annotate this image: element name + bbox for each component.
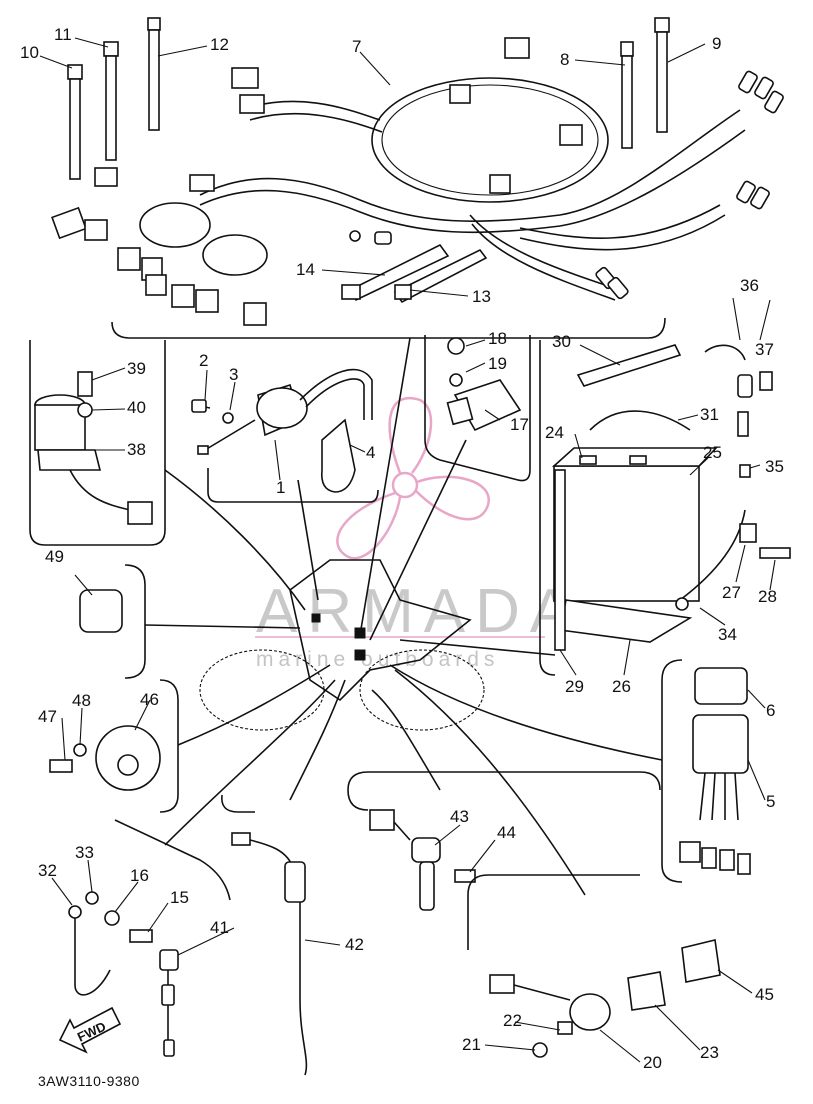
- band-14: [341, 243, 450, 302]
- switch-20-group: [467, 874, 721, 1058]
- callout-17: 17: [510, 415, 529, 434]
- callout-34: 34: [718, 625, 737, 644]
- callout-1: 1: [276, 478, 285, 497]
- callout-leaders: [39, 37, 776, 1063]
- callout-24: 24: [545, 423, 564, 442]
- callout-16: 16: [130, 866, 149, 885]
- harness-connector-block: [51, 37, 583, 326]
- main-switch-group: [29, 340, 166, 546]
- callout-9: 9: [712, 34, 721, 53]
- callout-37: 37: [755, 340, 774, 359]
- callout-49: 49: [45, 547, 64, 566]
- callout-38: 38: [127, 440, 146, 459]
- watermark-tagline: marine outboards: [256, 648, 499, 671]
- watermark: ARMADA marine outboards: [255, 397, 581, 671]
- cable-tie-9: [654, 17, 670, 133]
- cable-tie-12: [147, 17, 161, 131]
- callout-39: 39: [127, 359, 146, 378]
- callout-21: 21: [462, 1035, 481, 1054]
- callout-41: 41: [210, 918, 229, 937]
- callout-labels: 1 2 3 4 5 6 7 8 9 10 11 12 13 14 15 16 1…: [20, 25, 784, 1072]
- callout-22: 22: [503, 1011, 522, 1030]
- callout-6: 6: [766, 701, 775, 720]
- harness-terminals: [349, 70, 784, 300]
- battery-group: [539, 340, 791, 676]
- callout-42: 42: [345, 935, 364, 954]
- forward-label: FWD: [75, 1019, 108, 1045]
- callout-5: 5: [766, 792, 775, 811]
- main-wire-harness: [51, 17, 784, 339]
- callout-48: 48: [72, 691, 91, 710]
- callout-15: 15: [170, 888, 189, 907]
- callout-23: 23: [700, 1043, 719, 1062]
- callout-33: 33: [75, 843, 94, 862]
- watermark-propeller-logo: [336, 397, 490, 560]
- callout-27: 27: [722, 583, 741, 602]
- cable-tie-8: [620, 41, 634, 149]
- watermark-brand: ARMADA: [256, 577, 581, 646]
- callout-14: 14: [296, 260, 315, 279]
- callout-40: 40: [127, 398, 146, 417]
- sensor-43: [347, 771, 661, 911]
- callout-2: 2: [199, 351, 208, 370]
- callout-30: 30: [552, 332, 571, 351]
- lead-wire-42: [221, 794, 308, 1076]
- callout-7: 7: [352, 37, 361, 56]
- callout-36: 36: [740, 276, 759, 295]
- callout-46: 46: [140, 690, 159, 709]
- callout-43: 43: [450, 807, 469, 826]
- callout-12: 12: [210, 35, 229, 54]
- callout-4: 4: [366, 443, 375, 462]
- horn-group: [49, 679, 179, 813]
- callout-32: 32: [38, 861, 57, 880]
- flasher-group: [79, 564, 146, 679]
- forward-direction-arrow: FWD: [58, 1006, 122, 1054]
- callout-29: 29: [565, 677, 584, 696]
- callout-44: 44: [497, 823, 516, 842]
- leader-lines: [144, 337, 663, 896]
- ignition-coil-group: [191, 368, 379, 503]
- band-13: [393, 248, 488, 304]
- callout-28: 28: [758, 587, 777, 606]
- callout-8: 8: [560, 50, 569, 69]
- callout-45: 45: [755, 985, 774, 1004]
- callout-18: 18: [488, 329, 507, 348]
- callout-10: 10: [20, 43, 39, 62]
- callout-11: 11: [54, 25, 72, 44]
- callout-19: 19: [488, 354, 507, 373]
- drawing-code: 3AW3110-9380: [38, 1073, 140, 1089]
- callout-13: 13: [472, 287, 491, 306]
- callout-31: 31: [700, 405, 719, 424]
- rectifier-group: [424, 335, 531, 482]
- callout-25: 25: [703, 443, 722, 462]
- callout-20: 20: [643, 1053, 662, 1072]
- cable-tie-10: [67, 64, 83, 180]
- callout-35: 35: [765, 457, 784, 476]
- relay-group: [661, 659, 751, 883]
- callout-3: 3: [229, 365, 238, 384]
- callout-26: 26: [612, 677, 631, 696]
- cable-tie-11: [103, 41, 119, 161]
- callout-47: 47: [38, 707, 57, 726]
